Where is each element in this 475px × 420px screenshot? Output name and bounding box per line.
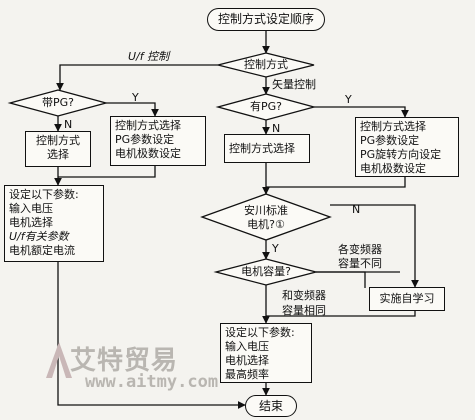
start-terminal: 控制方式设定顺序	[207, 8, 325, 31]
decision-yaskawa-text-line1: 安川标准	[244, 204, 288, 217]
box-right-control-select: 控制方式选择	[224, 134, 310, 163]
end-terminal: 结束	[245, 395, 297, 417]
box-bottom-params: 设定以下参数: 输入电压 电机选择 最高频率	[220, 323, 312, 383]
decision-motor-capacity-text: 电机容量?	[241, 265, 291, 278]
decision-control-mode-text: 控制方式	[244, 58, 288, 71]
decision-has-pg-right-text: 有PG?	[250, 100, 282, 113]
label-n-right: N	[272, 122, 281, 135]
decision-yaskawa-text-line2: 电机?①	[247, 218, 285, 231]
box-left-control-select: 控制方式 选择	[25, 131, 91, 167]
label-n-left: N	[64, 118, 73, 131]
label-y-left: Y	[132, 91, 139, 104]
box-self-learning: 实施自学习	[369, 287, 445, 311]
box-right-pg-setup: 控制方式选择 PG参数设定 PG旋转方向设定 电机极数设定	[355, 117, 459, 177]
label-vf-control: U/f 控制	[128, 50, 170, 63]
label-same-1: 和变频器	[282, 289, 326, 302]
label-same-2: 容量相同	[282, 304, 326, 317]
watermark-url: www.aitmy.com	[85, 372, 219, 392]
watermark-logo-icon	[46, 342, 72, 378]
label-different-2: 容量不同	[338, 257, 382, 270]
decision-has-pg-left-text: 带PG?	[42, 96, 74, 109]
box-left-params: 设定以下参数: 输入电压 电机选择 U/f有关参数 电机额定电流	[4, 185, 104, 262]
label-y-right: Y	[345, 93, 352, 106]
label-y-yaskawa: Y	[272, 242, 279, 255]
box-left-pg-setup: 控制方式选择 PG参数设定 电机极数设定	[110, 116, 206, 166]
label-vector-control: 矢量控制	[272, 78, 316, 91]
label-different-1: 各变频器	[338, 243, 382, 256]
label-n-yaskawa: N	[352, 203, 361, 216]
watermark-logo-text: 艾特贸易	[70, 346, 179, 376]
